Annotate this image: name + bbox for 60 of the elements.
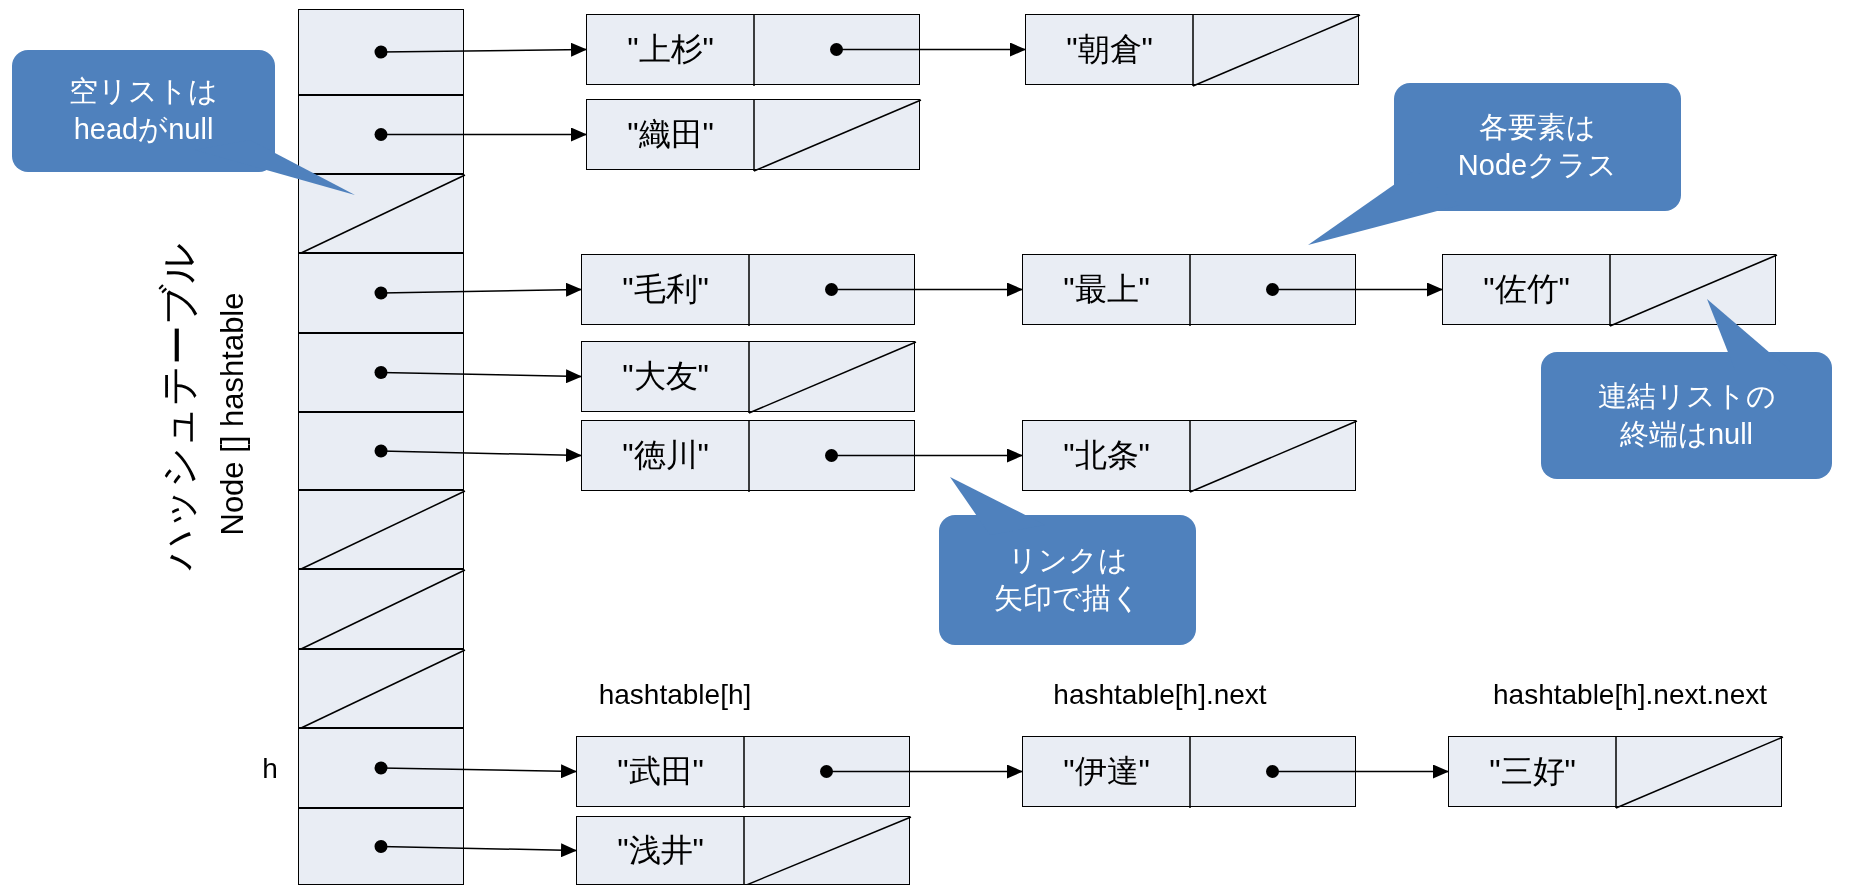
axis-caption: ハッシュテーブル	[156, 242, 200, 570]
node-value: "北条"	[1062, 436, 1151, 475]
pointer-arrow	[830, 42, 1026, 57]
node-value: "佐竹"	[1482, 270, 1571, 309]
table-cell	[298, 253, 464, 333]
table-cell	[298, 333, 464, 412]
node-value: "織田"	[626, 115, 715, 154]
node-value: "三好"	[1488, 752, 1577, 791]
list-node-box	[1022, 254, 1356, 325]
table-cell	[298, 95, 464, 174]
table-cell	[298, 649, 464, 728]
callout-text: 各要素はNodeクラス	[1457, 110, 1618, 183]
node-value: "武田"	[616, 752, 705, 791]
pointer-arrow	[374, 366, 582, 384]
node-value: "浅井"	[616, 831, 705, 870]
pointer-label: hashtable[h].next	[1053, 679, 1267, 711]
pointer-label: hashtable[h]	[598, 679, 752, 711]
node-value: "毛利"	[621, 270, 710, 309]
list-node-box	[576, 816, 910, 885]
pointer-arrow	[374, 444, 582, 463]
pointer-arrow	[374, 127, 587, 142]
callout-text: リンクは矢印で描く	[994, 543, 1141, 616]
axis-caption: Node [] hashtable	[215, 292, 251, 536]
table-cell	[298, 569, 464, 649]
node-value: "伊達"	[1062, 752, 1151, 791]
node-value: "朝倉"	[1065, 30, 1154, 69]
pointer-arrow	[374, 282, 582, 300]
node-value: "大友"	[621, 357, 710, 396]
list-node-box	[1448, 736, 1782, 807]
table-cell	[298, 808, 464, 885]
list-node-box	[1022, 420, 1356, 491]
table-cell	[298, 728, 464, 808]
list-node-box	[1025, 14, 1359, 85]
table-cell	[298, 490, 464, 569]
node-value: "上杉"	[626, 30, 715, 69]
pointer-arrow	[825, 282, 1023, 297]
list-node-box	[1022, 736, 1356, 807]
list-node-box	[586, 99, 920, 170]
node-value: "徳川"	[621, 436, 710, 475]
callout-text: 連結リストの終端はnull	[1597, 378, 1776, 452]
list-node-box	[586, 14, 920, 85]
table-cell	[298, 412, 464, 490]
list-node-box	[581, 254, 915, 325]
pointer-arrow	[1266, 282, 1443, 297]
table-cell	[298, 174, 464, 253]
pointer-arrow	[1266, 764, 1449, 779]
list-node-box	[576, 736, 910, 807]
pointer-label: hashtable[h].next.next	[1493, 679, 1767, 711]
pointer-arrow	[825, 448, 1023, 463]
index-label: h	[262, 753, 278, 785]
list-node-box	[581, 341, 915, 412]
pointer-arrow	[374, 840, 577, 858]
pointer-arrow	[374, 42, 587, 59]
pointer-arrow	[820, 764, 1023, 779]
callout-text: 空リストはheadがnull	[69, 74, 218, 147]
table-cell	[298, 9, 464, 95]
list-node-box	[1442, 254, 1776, 325]
list-node-box	[581, 420, 915, 491]
pointer-arrow	[374, 761, 577, 779]
node-value: "最上"	[1062, 270, 1151, 309]
